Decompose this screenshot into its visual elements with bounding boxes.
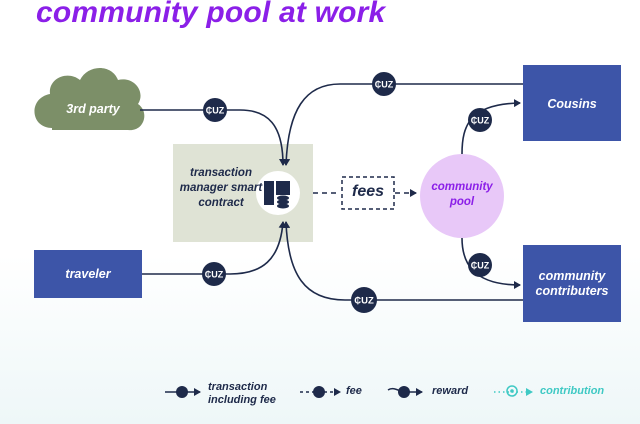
legend-contribution-symbol bbox=[494, 385, 533, 397]
legend-transaction-label: transaction including fee bbox=[208, 381, 276, 406]
flow-cousins-to-manager bbox=[282, 83, 523, 166]
page-title: community pool at work bbox=[36, 0, 386, 29]
svg-text:₵UZ: ₵UZ bbox=[471, 116, 490, 126]
traveler-label: traveler bbox=[65, 267, 111, 281]
community-contributers-box bbox=[523, 245, 621, 322]
community-pool-label: community pool bbox=[431, 181, 493, 208]
svg-text:₵UZ: ₵UZ bbox=[205, 270, 224, 280]
traveler-box bbox=[34, 250, 142, 298]
flow-traveler-to-manager bbox=[142, 221, 287, 275]
flow-thirdparty-to-manager bbox=[140, 109, 287, 166]
token-badge: ₵UZ bbox=[203, 98, 227, 122]
cousins-box bbox=[523, 65, 621, 141]
token-badge: ₵UZ bbox=[372, 72, 396, 96]
legend-reward-symbol bbox=[387, 386, 423, 398]
transaction-manager-label: transaction manager smart contract bbox=[179, 167, 263, 209]
fees-label: fees bbox=[351, 183, 385, 200]
legend-fee-label: fee bbox=[346, 385, 362, 397]
third-party-label: 3rd party bbox=[66, 102, 120, 116]
legend-transaction-symbol bbox=[165, 386, 201, 398]
svg-text:₵UZ: ₵UZ bbox=[354, 296, 374, 307]
token-badge: ₵UZ bbox=[351, 287, 377, 313]
token-badge: ₵UZ bbox=[468, 108, 492, 132]
token-badge: ₵UZ bbox=[202, 262, 226, 286]
svg-text:₵UZ: ₵UZ bbox=[375, 80, 394, 90]
legend-fee-symbol bbox=[300, 386, 341, 398]
token-badge: ₵UZ bbox=[468, 253, 492, 277]
legend-contribution-label: contribution bbox=[540, 385, 605, 397]
legend-reward-label: reward bbox=[432, 385, 469, 397]
svg-text:₵UZ: ₵UZ bbox=[471, 261, 490, 271]
flow-contributers-to-manager bbox=[282, 221, 523, 301]
contract-coins-icon bbox=[264, 181, 290, 209]
flow-pool-to-cousins bbox=[461, 99, 521, 155]
svg-text:₵UZ: ₵UZ bbox=[206, 106, 225, 116]
fees-box bbox=[341, 176, 395, 210]
cousins-label: Cousins bbox=[547, 97, 597, 111]
community-pool-circle bbox=[420, 154, 504, 238]
third-party-cloud bbox=[34, 68, 145, 131]
community-contributers-label: community contributers bbox=[535, 269, 609, 298]
